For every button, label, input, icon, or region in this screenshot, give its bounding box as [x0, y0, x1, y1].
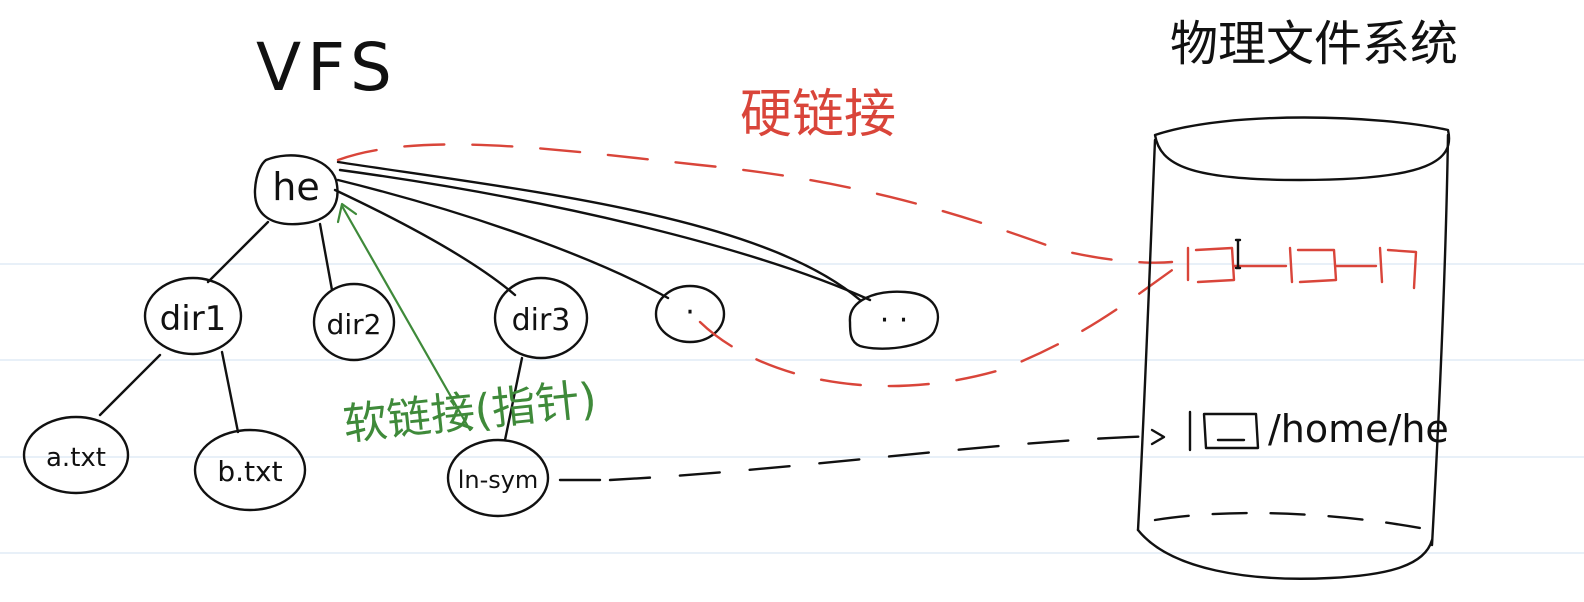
node-dir2-label: dir2 [327, 308, 382, 341]
path-block: /home/he [1188, 407, 1449, 452]
path-label: /home/he [1268, 407, 1449, 451]
node-ln-sym-label: ln-sym [458, 466, 539, 494]
ruled-lines [0, 263, 1584, 554]
symlink-data-arrow [558, 428, 1166, 482]
soft-link-label: 软链接(指针) [341, 374, 599, 451]
physical-fs-title: 物理文件系统 [1170, 16, 1458, 72]
vfs-title: VFS [256, 29, 398, 106]
node-dotdot-label: · · [880, 303, 909, 338]
node-dir1: dir1 [143, 276, 243, 356]
node-dot: · [654, 284, 726, 344]
hard-link-label: 硬链接 [740, 85, 896, 145]
node-dir3: dir3 [493, 276, 589, 360]
node-a-txt: a.txt [22, 415, 130, 495]
node-b-txt: b.txt [193, 428, 307, 512]
node-he-label: he [272, 165, 319, 209]
node-dir2: dir2 [312, 282, 396, 362]
node-dotdot: · · [848, 290, 940, 350]
node-b-txt-label: b.txt [217, 455, 282, 488]
node-a-txt-label: a.txt [46, 443, 106, 473]
physical-fs-cylinder [1136, 116, 1451, 580]
node-dir3-label: dir3 [512, 303, 571, 338]
text-cursor-icon [1234, 238, 1242, 270]
tree-edges [98, 160, 872, 442]
inode-block-chain [1186, 246, 1418, 290]
node-dir1-label: dir1 [160, 299, 227, 339]
hard-link: 硬链接 [336, 85, 1177, 388]
node-he: he [253, 154, 339, 226]
node-dot-label: · [685, 295, 695, 330]
node-ln-sym: ln-sym [446, 438, 550, 518]
